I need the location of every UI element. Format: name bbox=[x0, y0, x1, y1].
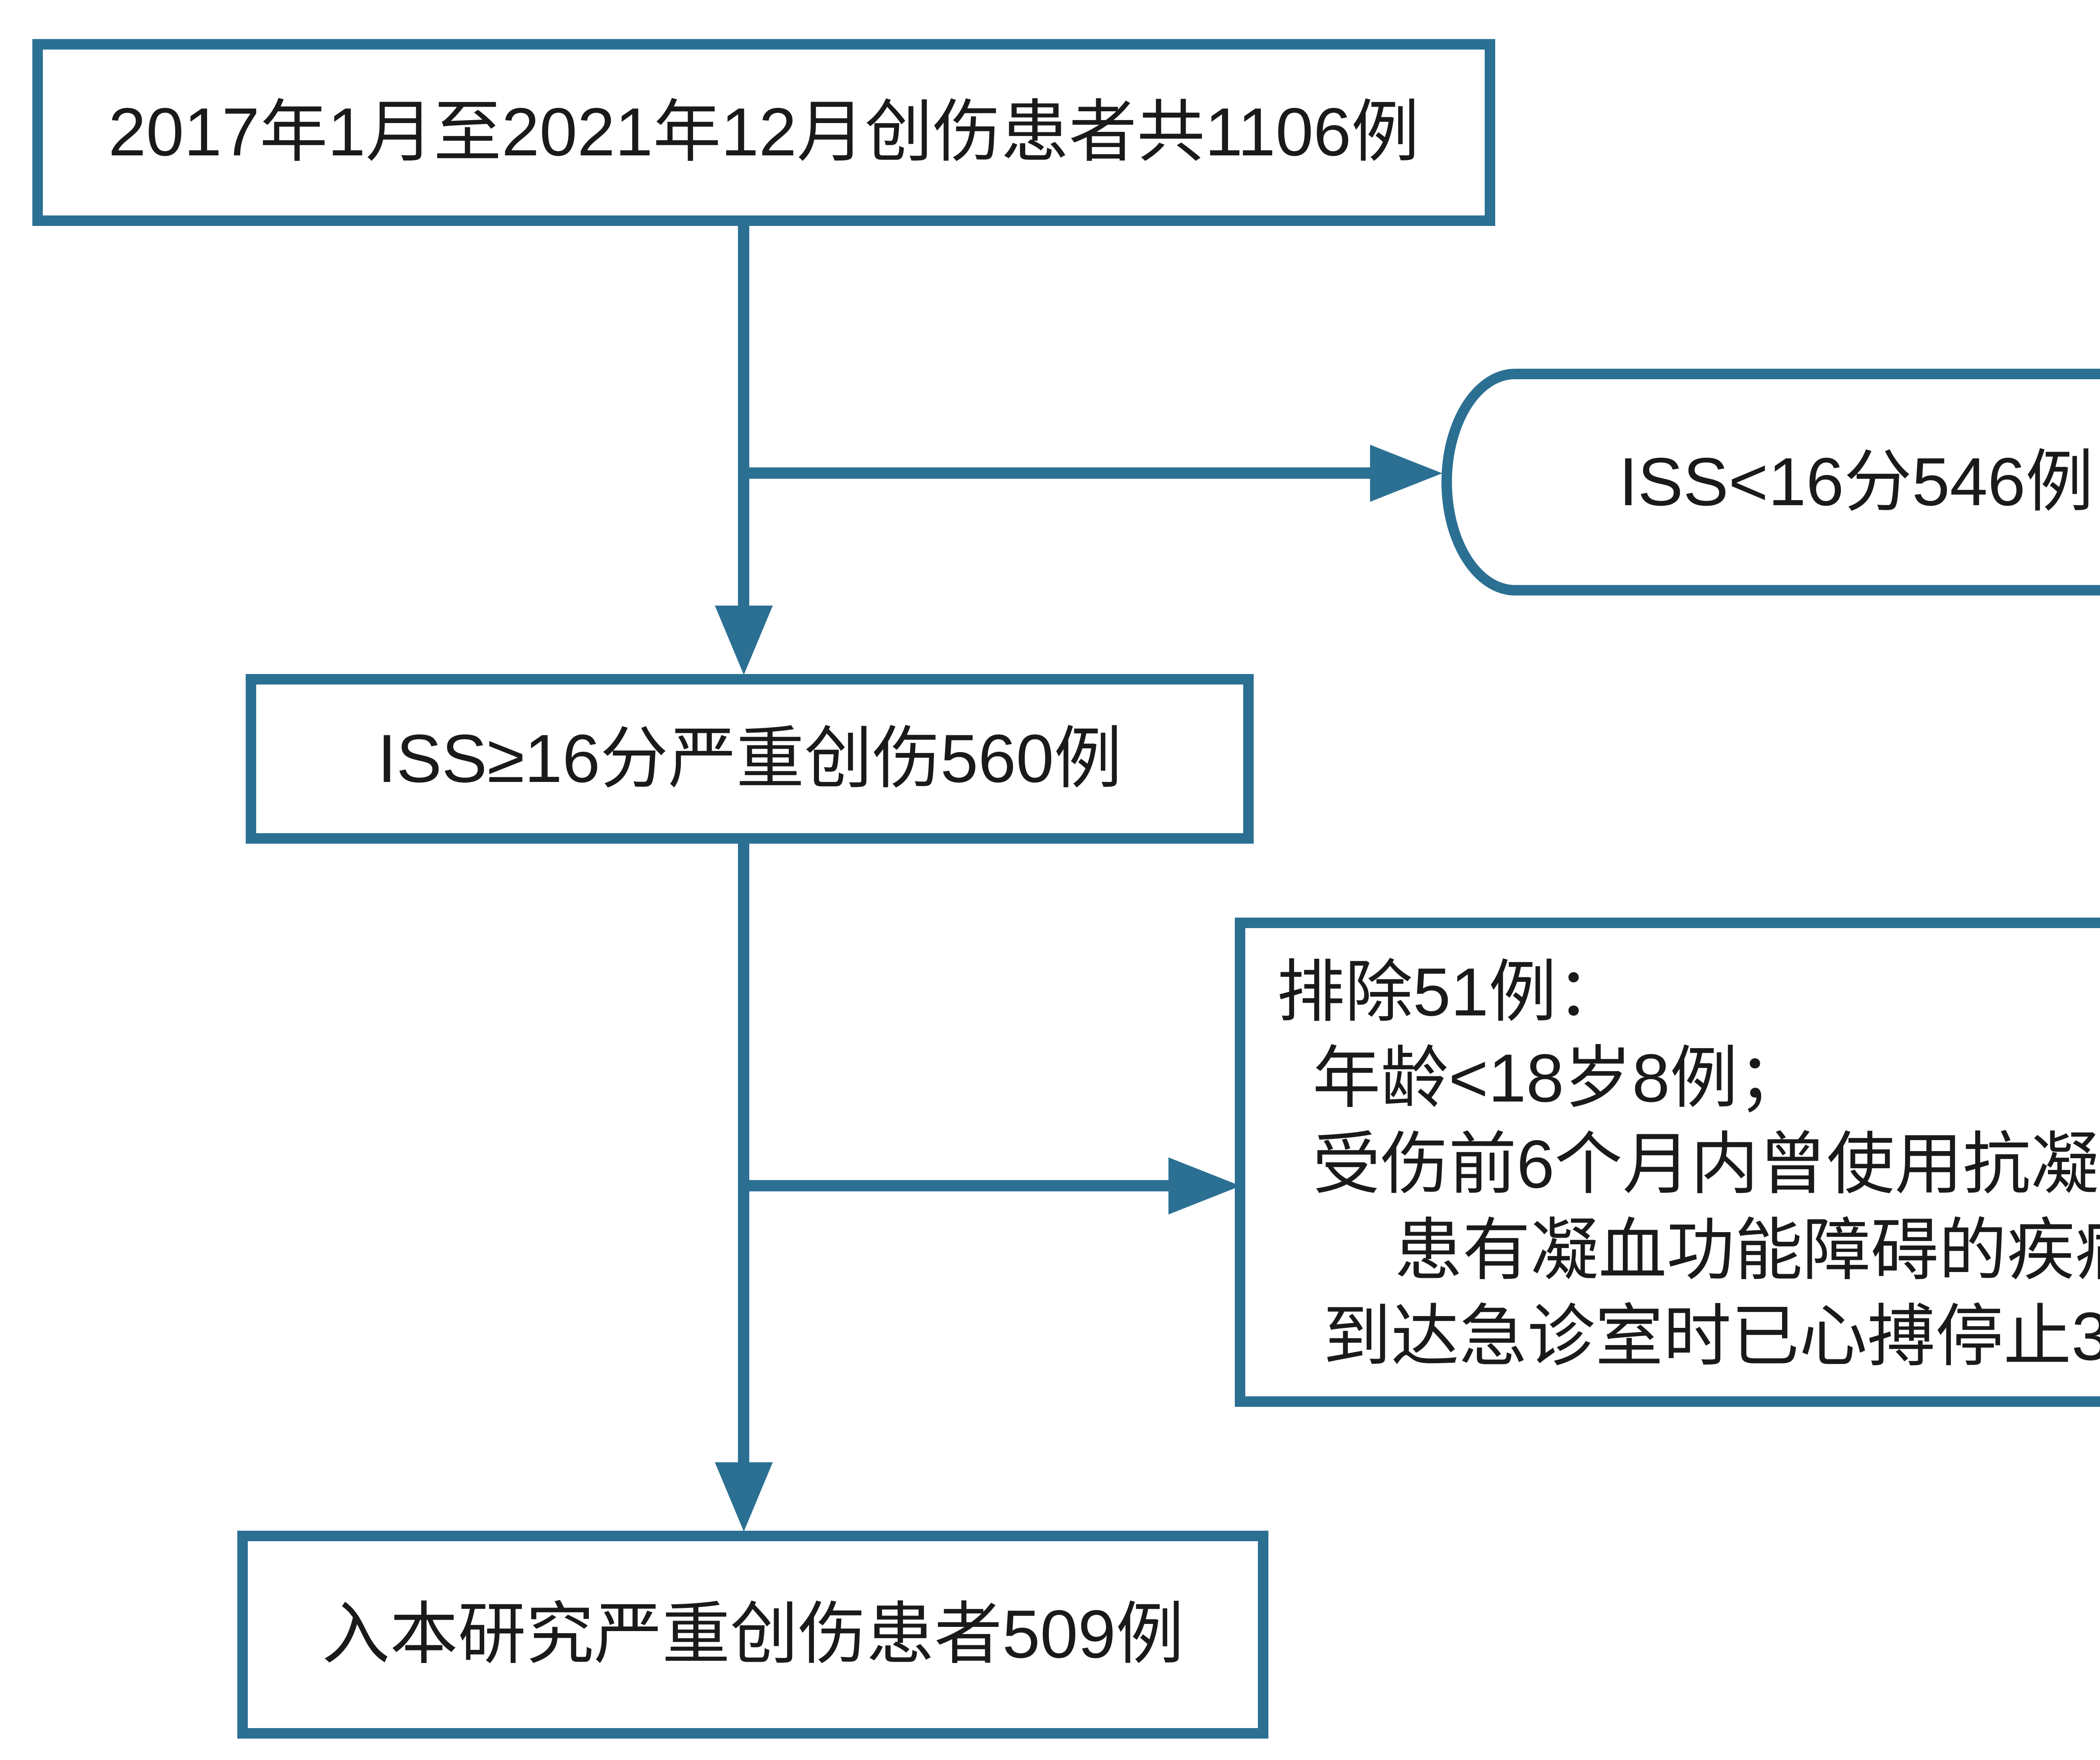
node-included-in-study: 入本研究严重创伤患者509例 bbox=[237, 1531, 1268, 1739]
excluded-line-anticoagulant-part2: 患有凝血功能障碍的疾病13例； bbox=[1394, 1212, 2100, 1288]
right-arrowhead-icon bbox=[1370, 445, 1442, 502]
node-iss-16-or-more-label: ISS≥16分严重创伤560例 bbox=[377, 720, 1122, 797]
node-iss-below-16: ISS<16分546例 bbox=[1441, 369, 2100, 595]
connector-vertical-total-to-isshigh bbox=[738, 226, 749, 608]
excluded-line-cardiac-arrest: 到达急诊室时已心搏停止30例 bbox=[1323, 1298, 2100, 1374]
node-excluded-cases: 排除51例： 年龄<18岁8例； 受伤前6个月内曾使用抗凝药物或既往 患有凝血功… bbox=[1235, 918, 2100, 1407]
node-included-in-study-label: 入本研究严重创伤患者509例 bbox=[322, 1596, 1184, 1673]
connector-horizontal-to-excluded bbox=[744, 1180, 1170, 1191]
excluded-line-heading: 排除51例： bbox=[1277, 954, 1625, 1030]
node-iss-below-16-label: ISS<16分546例 bbox=[1619, 443, 2094, 520]
down-arrowhead-icon bbox=[715, 1462, 773, 1532]
node-iss-16-or-more: ISS≥16分严重创伤560例 bbox=[246, 674, 1254, 844]
excluded-line-age: 年龄<18岁8例； bbox=[1312, 1040, 1806, 1116]
node-total-trauma-patients: 2017年1月至2021年12月创伤患者共1106例 bbox=[32, 39, 1495, 226]
connector-vertical-isshigh-to-included bbox=[738, 844, 749, 1463]
node-total-trauma-patients-label: 2017年1月至2021年12月创伤患者共1106例 bbox=[108, 94, 1420, 170]
right-arrowhead-icon bbox=[1168, 1157, 1241, 1214]
down-arrowhead-icon bbox=[715, 606, 773, 675]
connector-horizontal-to-isslow bbox=[744, 467, 1372, 479]
excluded-line-anticoagulant-part1: 受伤前6个月内曾使用抗凝药物或既往 bbox=[1312, 1126, 2100, 1202]
